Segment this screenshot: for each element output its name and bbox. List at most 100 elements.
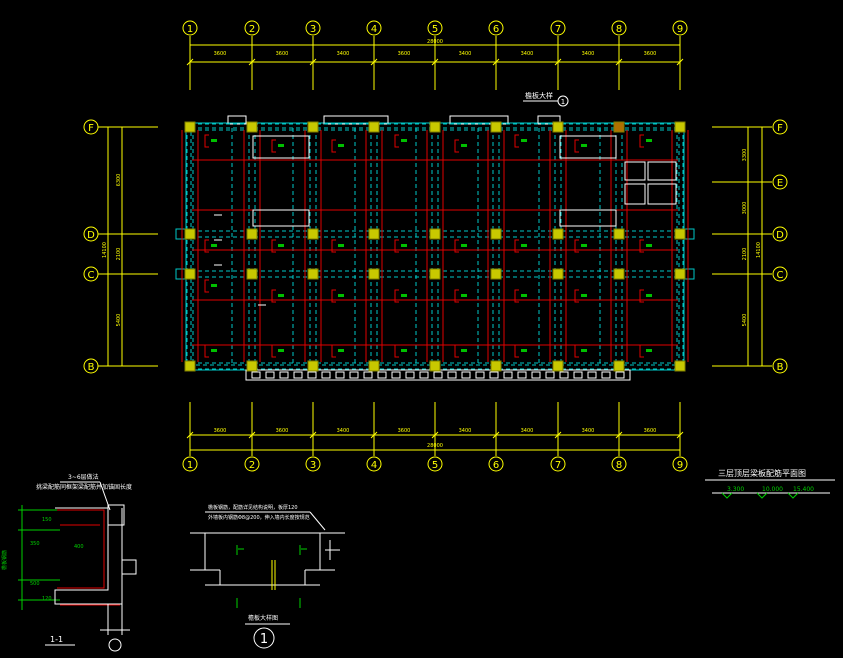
axis-top-7: 7 xyxy=(555,24,561,35)
rebar-tag xyxy=(211,349,217,352)
rebar-tag xyxy=(401,244,407,247)
bottom-dim-slash xyxy=(248,431,256,439)
column xyxy=(429,228,441,240)
rebar-tag xyxy=(521,244,527,247)
bottom-dim-slash xyxy=(186,431,194,439)
balcony-post xyxy=(517,371,527,379)
dim-bottom-1: 3600 xyxy=(214,428,227,434)
axis-bottom-9: 9 xyxy=(677,460,683,471)
column xyxy=(307,228,319,240)
section-dim-4: 500 xyxy=(30,581,40,587)
rebar-tag xyxy=(401,349,407,352)
bottom-dim-slash xyxy=(492,431,500,439)
column xyxy=(490,268,502,280)
rebar-tag xyxy=(278,294,284,297)
detail-callout: 1 檐板大样 xyxy=(523,91,569,107)
axis-right-C: C xyxy=(777,270,784,281)
rebar-tag xyxy=(646,294,652,297)
balcony-post xyxy=(461,371,471,379)
axis-bottom-8: 8 xyxy=(616,460,622,471)
balcony-post xyxy=(405,371,415,379)
rebar-tag xyxy=(521,349,527,352)
dim-bottom-7: 3400 xyxy=(582,428,595,434)
balcony-post xyxy=(587,371,597,379)
section-note-1: 3~6层做法 xyxy=(68,473,99,481)
rebar-tag xyxy=(278,349,284,352)
top-dim-slash xyxy=(492,58,500,66)
rebar-tag xyxy=(278,244,284,247)
column xyxy=(368,121,380,133)
column xyxy=(184,268,196,280)
bottom-dim-slash xyxy=(554,431,562,439)
column xyxy=(490,121,502,133)
rebar-tag xyxy=(646,244,652,247)
bottom-dim-slash xyxy=(370,431,378,439)
rebar-tag xyxy=(581,244,587,247)
balcony-post xyxy=(503,371,513,379)
top-dim-slash xyxy=(676,58,684,66)
column xyxy=(490,228,502,240)
axis-bottom-6: 6 xyxy=(493,460,499,471)
axis-left-F: F xyxy=(88,123,94,134)
top-dim-slash xyxy=(309,58,317,66)
column xyxy=(368,268,380,280)
balcony-post xyxy=(559,371,569,379)
rebar-hook xyxy=(394,134,399,148)
axis-top-8: 8 xyxy=(616,24,622,35)
rebar-hook xyxy=(271,344,276,358)
rebar-tag xyxy=(338,144,344,147)
column xyxy=(307,268,319,280)
elevation-1: 3.300 xyxy=(727,486,744,493)
dim-bottom-5: 3400 xyxy=(459,428,472,434)
dim-bottom-4: 3600 xyxy=(398,428,411,434)
balcony-post xyxy=(601,371,611,379)
column xyxy=(552,268,564,280)
floor-plan xyxy=(175,115,695,381)
rebar-hook xyxy=(331,344,336,358)
balcony-post xyxy=(615,371,625,379)
rebar-hook xyxy=(331,139,336,153)
axis-bottom-1: 1 xyxy=(187,460,193,471)
axis-bottom-5: 5 xyxy=(432,460,438,471)
section-name: 1-1 xyxy=(50,635,63,644)
rebar-hook xyxy=(271,289,276,303)
left-dim-2: 2100 xyxy=(116,248,122,261)
right-dim-2: 3000 xyxy=(742,202,748,215)
dim-top-6: 3400 xyxy=(521,51,534,57)
column xyxy=(552,360,564,372)
rebar-hook xyxy=(204,239,209,253)
column xyxy=(246,268,258,280)
top-dim-slash xyxy=(615,58,623,66)
dim-top-3: 3400 xyxy=(337,51,350,57)
balcony-post xyxy=(321,371,331,379)
column xyxy=(246,121,258,133)
column xyxy=(307,121,319,133)
bottom-dim-slash xyxy=(615,431,623,439)
rebar-tag xyxy=(278,144,284,147)
plan-title: 三层顶层梁板配筋平面图 xyxy=(718,468,806,478)
rebar-hook xyxy=(514,239,519,253)
column xyxy=(552,121,564,133)
axis-right-E: E xyxy=(777,178,783,189)
rebar-hook xyxy=(204,134,209,148)
rebar-tag xyxy=(338,349,344,352)
axis-bottom-7: 7 xyxy=(555,460,561,471)
balcony-post xyxy=(419,371,429,379)
axis-left-D: D xyxy=(87,230,95,241)
rebar-hook xyxy=(331,239,336,253)
balcony-post xyxy=(377,371,387,379)
plan-title-block: 三层顶层梁板配筋平面图 3.300 10.000 15.400 xyxy=(705,468,835,499)
balcony-post xyxy=(433,371,443,379)
bottom-axis-bubbles: 1 2 3 4 5 6 7 8 9 xyxy=(182,456,688,472)
bottom-dimension-labels: 3600 3600 3400 3600 3400 3400 3400 3600 xyxy=(214,428,657,434)
detail-note-1: 檐板钢筋，配筋详见结构说明，板厚120 xyxy=(208,504,298,511)
dim-top-5: 3400 xyxy=(459,51,472,57)
rebar-hook xyxy=(394,289,399,303)
axis-bottom-3: 3 xyxy=(310,460,316,471)
rebar-tag xyxy=(401,294,407,297)
dim-top-1: 3600 xyxy=(214,51,227,57)
rebar-hook xyxy=(271,139,276,153)
balcony-post xyxy=(349,371,359,379)
elevation-2: 10.000 xyxy=(762,486,783,493)
detail-number: 1 xyxy=(260,632,268,647)
